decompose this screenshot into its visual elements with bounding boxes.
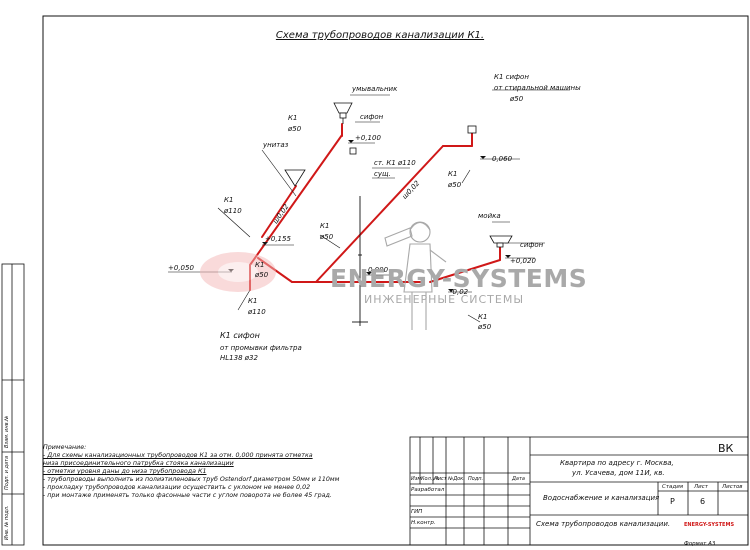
label-k1-bottom: К1 — [478, 313, 488, 321]
label-k1-glow: К1 — [255, 261, 265, 269]
tb-address: Квартира по адресу г. Москва, — [560, 459, 674, 467]
label-stack: ст. К1 ø110 — [374, 159, 416, 167]
tb-code: ВК — [718, 442, 734, 455]
label-filter-k1: К1 сифон — [220, 331, 260, 340]
label-level-m002: -0,02 — [450, 288, 469, 296]
tb-col-izm: Изм. — [411, 476, 423, 482]
notes-line-1: - Для схемы канализационных трубопроводо… — [43, 452, 313, 459]
label-level-0155: +0,155 — [265, 235, 291, 243]
sink-fixture — [489, 235, 513, 248]
label-sink: мойка — [478, 212, 501, 220]
label-level-0100: +0,100 — [355, 134, 381, 142]
notes-heading: Примечание: — [43, 444, 87, 451]
tb-stage: Р — [670, 497, 675, 506]
tb-col-podp: Подп. — [468, 476, 484, 482]
tb-logo: ENERGY-SYSTEMS — [684, 522, 735, 528]
label-k1-bottom-d: ø50 — [478, 323, 492, 331]
label-washer-line2: от стиральной машины — [494, 84, 581, 92]
pipe-toilet-branch — [261, 185, 297, 238]
label-k1-right: К1 — [448, 170, 458, 178]
side-stamp-inv: Инв. № подл. — [4, 505, 10, 541]
label-k1-mid: К1 — [320, 222, 330, 230]
label-level-0000: 0,000 — [368, 266, 389, 274]
tb-col-list: Лист — [434, 476, 447, 482]
pipe-right-branch — [315, 145, 444, 283]
toilet-fixture — [284, 169, 306, 187]
label-washbasin-k1: К1 — [288, 114, 298, 122]
washer-siphon-fixture — [467, 125, 477, 134]
existing-stack — [352, 196, 368, 326]
notes-block: Примечание: - Для схемы канализационных … — [43, 444, 403, 500]
watermark-sub: ИНЖЕНЕРНЫЕ СИСТЕМЫ — [364, 293, 525, 306]
label-filter-line2: от промывки фильтра — [220, 344, 302, 352]
watermark-main: ENERGY-SYSTEMS — [330, 264, 588, 293]
washbasin-fixture — [333, 102, 353, 124]
tb-row-gip: ГИП — [411, 509, 423, 515]
siphon-marker — [349, 147, 357, 155]
label-washer-d: ø50 — [510, 95, 524, 103]
tb-sheets-header: Листов — [722, 484, 743, 490]
drawing-title: Схема трубопроводов канализации К1. — [275, 30, 485, 41]
tb-row-developer: Разработал — [411, 487, 445, 493]
label-filter-line3: HL138 ø32 — [220, 354, 258, 362]
tb-sheet: 6 — [700, 497, 706, 506]
label-level-0020: +0,020 — [510, 257, 536, 265]
notes-line-4: - трубопроводы выполнить из полиэтиленов… — [43, 476, 340, 483]
label-level-0060: 0,060 — [492, 155, 513, 163]
watermark-glow — [200, 252, 276, 292]
label-sink-siphon: сифон — [520, 241, 544, 249]
label-k1-110-bottom: К1 — [248, 297, 258, 305]
title-block — [409, 436, 749, 546]
label-k1-right-d: ø50 — [448, 181, 462, 189]
label-k1-mid-d: ø50 — [320, 233, 334, 241]
label-washbasin-d: ø50 — [288, 125, 302, 133]
tb-col-date: Дата — [512, 476, 525, 482]
label-washbasin: умывальник — [352, 85, 398, 93]
label-washer-k1: К1 сифон — [494, 73, 529, 81]
notes-line-2: низа присоединительного патрубка стояка … — [43, 460, 234, 467]
side-stamp-podp: Подп. и дата — [4, 455, 10, 490]
sheet-frame — [42, 15, 749, 546]
pipe-sink-branch — [429, 259, 501, 283]
label-k1-110-bottom-d: ø110 — [248, 308, 266, 316]
tb-sheet-header: Лист — [694, 484, 708, 490]
tb-stage-header: Стадия — [662, 484, 684, 490]
side-stamp — [1, 263, 25, 546]
tb-format: Формат А3 — [684, 541, 716, 547]
side-stamp-vzam: Взам. инв.№ — [4, 415, 10, 448]
label-riser-k1: К1 — [224, 196, 234, 204]
notes-line-3: - отметки уровня даны до низа трубопрово… — [43, 468, 207, 475]
label-riser-d: ø110 — [224, 207, 242, 215]
tb-col-kol: Кол.уч. — [421, 476, 440, 482]
tb-sheet-name: Схема трубопроводов канализации. — [536, 520, 671, 528]
pipe-washbasin-branch — [249, 134, 343, 266]
notes-line-6: - при монтаже применять только фасонные … — [43, 492, 332, 499]
tb-address2: ул. Усачева, дом 11И, кв. — [572, 469, 665, 477]
label-k1-glow-d: ø50 — [255, 271, 269, 279]
tb-row-nkontr: Н.контр. — [411, 520, 436, 526]
label-level-0050: +0,050 — [168, 264, 194, 272]
tb-section: Водоснабжение и канализация — [543, 494, 660, 502]
label-toilet: унитаз — [263, 141, 289, 149]
label-stack-exist: сущ. — [374, 170, 391, 178]
tb-col-doc: №Док. — [448, 476, 465, 482]
label-washbasin-siphon: сифон — [360, 113, 384, 121]
notes-line-5: - прокладку трубопроводов канализации ос… — [43, 484, 311, 491]
leader-lines — [168, 89, 570, 323]
watermark-figure — [384, 221, 447, 330]
